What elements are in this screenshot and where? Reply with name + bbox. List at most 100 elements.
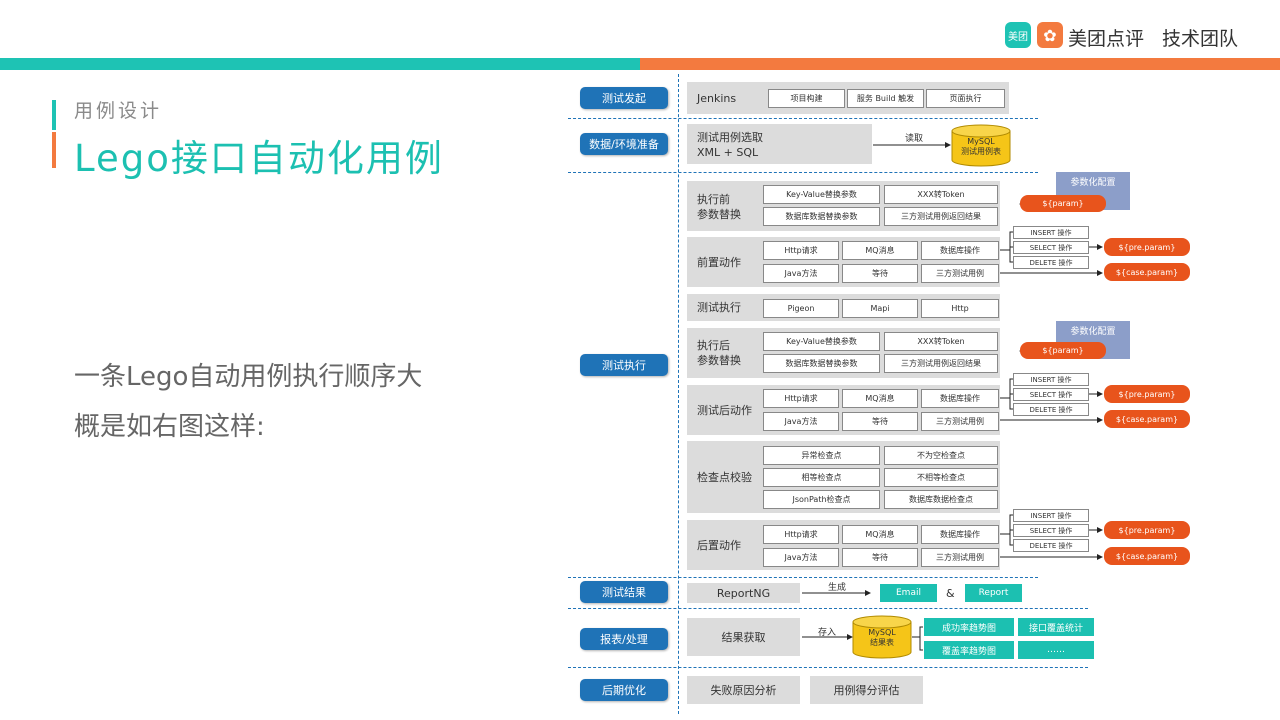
brand-name: 美团点评 bbox=[1068, 28, 1145, 50]
pre-param-tag: ${pre.param} bbox=[1104, 385, 1190, 403]
after-action-item: Http请求 bbox=[763, 525, 839, 544]
description-line-1: 一条Lego自动用例执行顺序大 bbox=[74, 362, 423, 392]
read-arrow-label: 读取 bbox=[905, 134, 924, 144]
pre-param-tag: ${pre.param} bbox=[1104, 521, 1190, 539]
post-action-item: 数据库操作 bbox=[921, 389, 999, 408]
mysql-cylinder-icon bbox=[951, 124, 1011, 167]
after-action-item: MQ消息 bbox=[842, 525, 918, 544]
post-action-item: Java方法 bbox=[763, 412, 839, 431]
pre-replace-label: 执行前参数替换 bbox=[697, 193, 741, 221]
case-param-tag: ${case.param} bbox=[1104, 547, 1190, 565]
stage-launch: 测试发起 bbox=[580, 87, 668, 109]
pre-replace-item: 三方测试用例返回结果 bbox=[884, 207, 998, 226]
pre-action-item: 等待 bbox=[842, 264, 918, 283]
check-item: 相等检查点 bbox=[763, 468, 880, 487]
pre-replace-item: XXX转Token bbox=[884, 185, 998, 204]
pre-action-label: 前置动作 bbox=[697, 256, 741, 269]
post-replace-item: 三方测试用例返回结果 bbox=[884, 354, 998, 373]
stage-execute: 测试执行 bbox=[580, 354, 668, 376]
post-action-item: 等待 bbox=[842, 412, 918, 431]
post-action-item: 三方测试用例 bbox=[921, 412, 999, 431]
description-line-2: 概是如右图这样: bbox=[74, 412, 265, 442]
stage-separator bbox=[568, 577, 1038, 578]
exec-item: Http bbox=[921, 299, 999, 318]
pre-action-item: 三方测试用例 bbox=[921, 264, 999, 283]
post-action-item: Http请求 bbox=[763, 389, 839, 408]
email-output: Email bbox=[880, 584, 937, 602]
result-fetch-box: 结果获取 bbox=[687, 618, 800, 656]
stage-optimize: 后期优化 bbox=[580, 679, 668, 701]
after-action-label: 后置动作 bbox=[697, 539, 741, 552]
pre-param-tag: ${pre.param} bbox=[1104, 238, 1190, 256]
mysql-cylinder-icon bbox=[852, 615, 912, 659]
db-op-insert: INSERT 操作 bbox=[1013, 373, 1089, 386]
case-score-box: 用例得分评估 bbox=[810, 676, 923, 704]
check-item: 数据库数据检查点 bbox=[884, 490, 998, 509]
after-action-item: Java方法 bbox=[763, 548, 839, 567]
check-item: 不相等检查点 bbox=[884, 468, 998, 487]
coverage-trend-chart: 覆盖率趋势图 bbox=[924, 641, 1014, 659]
header-bar-teal bbox=[0, 58, 640, 70]
launch-item: 页面执行 bbox=[926, 89, 1005, 108]
launch-item: 服务 Build 触发 bbox=[847, 89, 924, 108]
section-subtitle: 用例设计 bbox=[74, 100, 163, 122]
report-output: Report bbox=[965, 584, 1022, 602]
jenkins-label: Jenkins bbox=[697, 92, 737, 105]
pre-replace-item: 数据库数据替换参数 bbox=[763, 207, 880, 226]
post-replace-item: 数据库数据替换参数 bbox=[763, 354, 880, 373]
page-title: Lego接口自动化用例 bbox=[74, 137, 444, 180]
pre-action-item: 数据库操作 bbox=[921, 241, 999, 260]
post-action-label: 测试后动作 bbox=[697, 404, 752, 417]
post-replace-item: XXX转Token bbox=[884, 332, 998, 351]
db-op-delete: DELETE 操作 bbox=[1013, 403, 1089, 416]
exec-item: Mapi bbox=[842, 299, 918, 318]
case-param-tag: ${case.param} bbox=[1104, 263, 1190, 281]
db-op-insert: INSERT 操作 bbox=[1013, 509, 1089, 522]
check-item: 异常检查点 bbox=[763, 446, 880, 465]
stage-separator bbox=[568, 118, 1038, 119]
team-name: 技术团队 bbox=[1162, 28, 1239, 50]
pre-replace-item: Key-Value替换参数 bbox=[763, 185, 880, 204]
pre-action-item: MQ消息 bbox=[842, 241, 918, 260]
store-arrow-label: 存入 bbox=[818, 628, 837, 638]
stage-separator bbox=[568, 667, 1088, 668]
coverage-stats: 接口覆盖统计 bbox=[1018, 618, 1094, 636]
dianping-logo-icon: ✿ bbox=[1037, 22, 1063, 48]
exec-label: 测试执行 bbox=[697, 301, 741, 314]
description: 一条Lego自动用例执行顺序大 概是如右图这样: bbox=[74, 352, 514, 452]
post-action-item: MQ消息 bbox=[842, 389, 918, 408]
param-tag: ${param} bbox=[1020, 342, 1106, 359]
stage-result: 测试结果 bbox=[580, 581, 668, 603]
after-action-item: 数据库操作 bbox=[921, 525, 999, 544]
db-op-select: SELECT 操作 bbox=[1013, 388, 1089, 401]
subtitle-accent bbox=[52, 100, 56, 130]
check-item: 不为空检查点 bbox=[884, 446, 998, 465]
pre-action-item: Http请求 bbox=[763, 241, 839, 260]
ampersand: & bbox=[946, 587, 955, 600]
post-replace-item: Key-Value替换参数 bbox=[763, 332, 880, 351]
prep-group bbox=[687, 124, 872, 164]
check-label: 检查点校验 bbox=[697, 471, 752, 484]
post-replace-label: 执行后参数替换 bbox=[697, 339, 741, 367]
exec-item: Pigeon bbox=[763, 299, 839, 318]
after-action-item: 三方测试用例 bbox=[921, 548, 999, 567]
header: 美团 ✿ 美团点评 技术团队 bbox=[0, 0, 1280, 58]
brand-badge-icon: 美团 bbox=[1005, 22, 1031, 48]
db-op-select: SELECT 操作 bbox=[1013, 524, 1089, 537]
launch-item: 项目构建 bbox=[768, 89, 845, 108]
reportng-box: ReportNG bbox=[687, 583, 800, 603]
param-tag: ${param} bbox=[1020, 195, 1106, 212]
stage-prep: 数据/环境准备 bbox=[580, 133, 668, 155]
db-op-delete: DELETE 操作 bbox=[1013, 539, 1089, 552]
generate-arrow-label: 生成 bbox=[828, 583, 847, 593]
stage-separator bbox=[568, 608, 1088, 609]
more-outputs: …… bbox=[1018, 641, 1094, 659]
check-item: JsonPath检查点 bbox=[763, 490, 880, 509]
stage-separator bbox=[568, 172, 1038, 173]
case-param-tag: ${case.param} bbox=[1104, 410, 1190, 428]
success-trend-chart: 成功率趋势图 bbox=[924, 618, 1014, 636]
